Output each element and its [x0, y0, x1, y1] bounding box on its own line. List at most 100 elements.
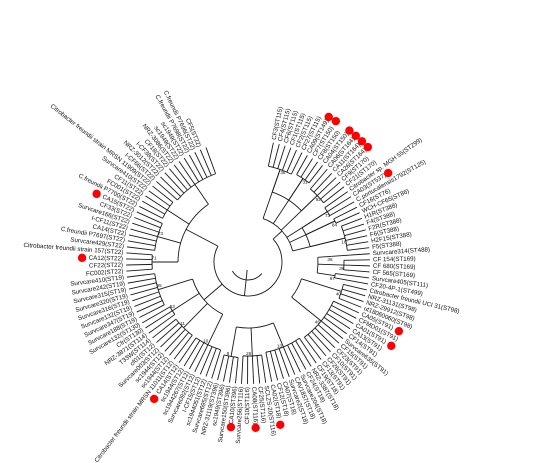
red-marker-dot: [357, 137, 367, 146]
tree-branch: [126, 246, 155, 251]
tree-branch: [323, 186, 345, 204]
tree-branch: [280, 195, 318, 231]
tree-branch: [142, 306, 171, 324]
tree-branch: [311, 330, 331, 353]
tree-branch: [326, 313, 351, 330]
tree-branch: [296, 155, 308, 175]
tree-arc: [324, 207, 331, 216]
tree-branch: [134, 217, 161, 229]
tree-arc: [304, 300, 334, 338]
tree-branch: [272, 230, 283, 240]
tree-branch: [291, 342, 307, 370]
bootstrap-value: 71: [152, 256, 158, 261]
tree-branch: [291, 296, 322, 322]
tree-arc: [291, 278, 302, 298]
tree-branch: [126, 258, 153, 261]
red-marker-dot: [92, 189, 101, 199]
tree-branch: [126, 273, 155, 278]
tree-branch: [205, 348, 217, 377]
bootstrap-value: 87: [330, 276, 336, 281]
tree-branch: [320, 181, 341, 200]
tree-branch: [203, 283, 223, 301]
tree-branch: [299, 338, 317, 364]
tree-arc: [338, 284, 344, 299]
tree-branch: [158, 278, 193, 291]
tree-branch: [314, 327, 336, 348]
tree-branch: [172, 293, 200, 312]
tree-branch: [173, 334, 193, 360]
tree-branch: [287, 344, 301, 373]
bootstrap-value: 36: [339, 266, 345, 271]
tree-branch: [148, 190, 171, 207]
tree-branch: [157, 236, 181, 244]
tree-branch: [160, 325, 183, 348]
tree-branch: [132, 291, 160, 302]
tree-branch: [282, 346, 296, 375]
tree-branch: [243, 279, 247, 296]
tree-branch: [300, 158, 313, 178]
tree-branch: [126, 252, 153, 256]
bootstrap-value: 31: [302, 180, 308, 185]
tree-branch: [331, 253, 370, 257]
bootstrap-value: 73: [325, 213, 331, 218]
tree-branch: [343, 264, 370, 267]
tree-branch: [217, 354, 225, 381]
tree-arc: [213, 238, 283, 297]
red-marker-dot: [251, 423, 260, 433]
leaf-label: Survcare314(ST488): [372, 246, 430, 257]
tree-branch: [126, 268, 153, 272]
tree-arc: [242, 354, 262, 357]
tree-branch: [262, 169, 281, 219]
tree-branch: [142, 200, 166, 215]
tree-branch: [278, 348, 290, 377]
tree-branch: [178, 161, 196, 185]
tree-branch: [156, 181, 178, 201]
tree-branch: [211, 349, 222, 379]
bootstrap-value: 92: [316, 197, 322, 202]
tree-branch: [323, 316, 347, 335]
tree-branch: [164, 329, 186, 352]
leaf-label: FC002(ST22): [86, 268, 124, 278]
red-marker-dot: [324, 112, 333, 122]
tree-branch: [307, 334, 327, 357]
tree-branch: [185, 228, 219, 247]
tree-branch: [178, 337, 197, 363]
bootstrap-value: 95: [157, 283, 163, 288]
tree-branch: [347, 247, 370, 251]
bootstrap-value: 11: [180, 321, 185, 326]
red-marker-dot: [226, 422, 236, 432]
tree-branch: [289, 220, 336, 243]
tree-branch: [139, 206, 163, 219]
tree-branch: [194, 344, 209, 372]
red-marker-dot: [77, 253, 87, 263]
tree-branch: [139, 304, 165, 318]
leaf-label: CF 680(ST169): [373, 263, 416, 271]
bootstrap-value: 10: [341, 239, 347, 244]
tree-branch: [130, 286, 158, 296]
tree-branch: [324, 191, 348, 209]
tree-branch: [128, 234, 157, 242]
tree-branch: [183, 303, 208, 329]
tree-branch: [295, 340, 312, 367]
tree-branch: [160, 176, 181, 197]
tree-branch: [317, 255, 332, 258]
tree-branch: [343, 283, 367, 291]
bootstrap-value: 73: [158, 231, 164, 236]
tree-branch: [335, 212, 360, 224]
tree-branches: [126, 142, 370, 385]
tree-branch: [245, 269, 248, 280]
tree-branch: [304, 336, 322, 360]
tree-branch: [265, 352, 273, 382]
red-marker-dot: [345, 126, 354, 135]
tree-branch: [310, 168, 328, 190]
tree-branch: [342, 223, 365, 232]
tree-branch: [189, 154, 204, 180]
marked-leaf-label: CA12(ST22): [89, 255, 124, 263]
tree-branch: [199, 149, 212, 176]
tree-branch: [301, 278, 342, 292]
tree-branch: [199, 346, 213, 375]
tree-branch: [261, 354, 267, 383]
tree-branch: [344, 229, 366, 237]
tree-arc: [162, 201, 174, 219]
